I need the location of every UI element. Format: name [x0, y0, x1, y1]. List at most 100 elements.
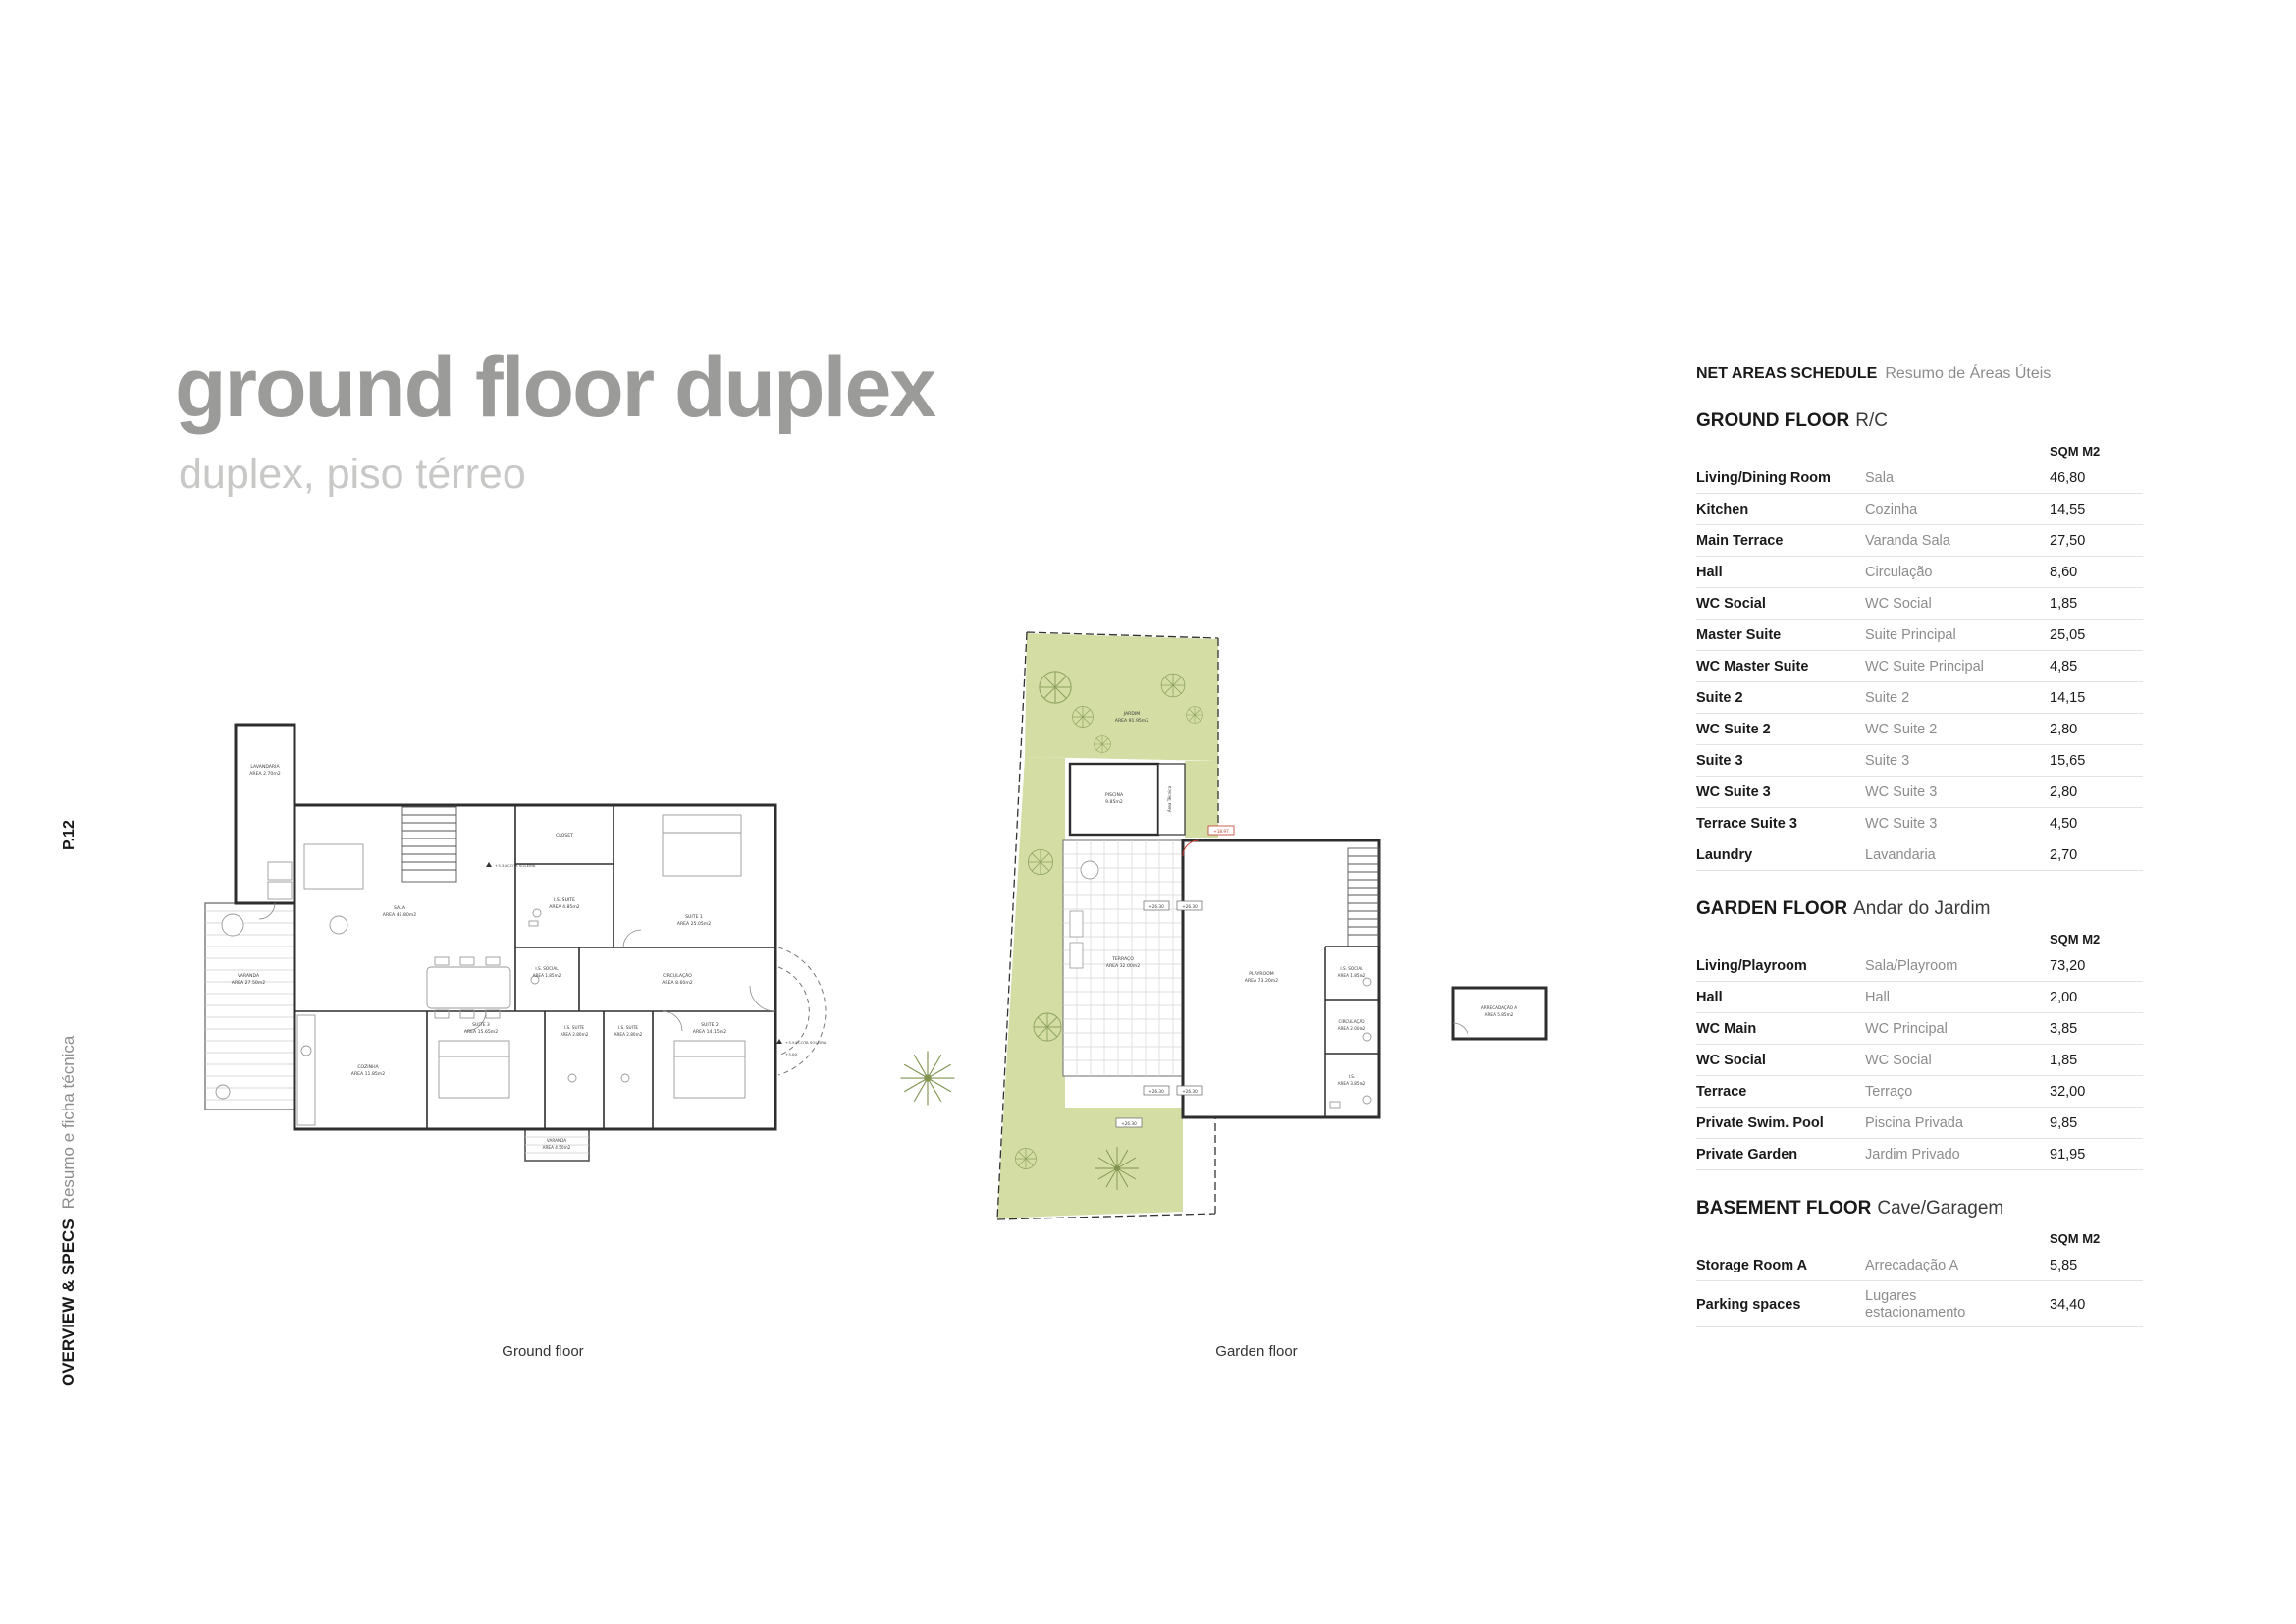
room-area: 4,50	[2050, 816, 2078, 832]
closet-label: CLOSET	[556, 833, 573, 839]
page-number: P.12	[61, 820, 78, 850]
main-terrace-deck	[204, 902, 295, 1110]
section-title-en: GARDEN FLOOR	[1696, 898, 1848, 919]
room-name-en: Living/Dining Room	[1696, 470, 1831, 486]
playroom-building	[1181, 839, 1381, 1119]
site-boundary	[996, 631, 1219, 1220]
room-name-pt: WC Social	[1865, 595, 1932, 612]
suite1-label: SUITE 1	[685, 914, 703, 920]
suite3-area: AREA 15.65m2	[464, 1029, 498, 1035]
unit-header: SQM M2	[2050, 1231, 2101, 1246]
room-name-en: Storage Room A	[1696, 1258, 1808, 1273]
area-tecnica-label: Área Técnica	[1167, 785, 1172, 812]
section-title-en: BASEMENT FLOOR	[1696, 1198, 1872, 1218]
room-name-en: Master Suite	[1696, 627, 1782, 643]
room-name-pt: WC Principal	[1865, 1020, 1948, 1037]
room-area: 73,20	[2050, 958, 2086, 974]
entry-path-arcs	[777, 947, 827, 1076]
private-garden-areas	[997, 633, 1218, 1218]
room-area: 15,65	[2050, 753, 2086, 769]
elev-tag: +26.30	[1121, 1121, 1137, 1126]
storage-label: ARRECADAÇÃO A	[1481, 1005, 1517, 1010]
room-name-en: Living/Playroom	[1696, 958, 1807, 974]
jardim-label: JARDIM	[1123, 711, 1141, 717]
storage-area: AREA 5.85m2	[1485, 1012, 1514, 1017]
room-name-pt: Arrecadação A	[1865, 1257, 1959, 1273]
unit-header: SQM M2	[2050, 444, 2101, 459]
room-name-pt: WC Suite 3	[1865, 815, 1938, 832]
garden-room-labels: JARDIM AREA 91.95m2 PISCINA 9.85m2 Área …	[1105, 711, 1517, 1086]
red-door-swing	[1182, 839, 1200, 857]
piscina-area: 9.85m2	[1105, 799, 1123, 805]
storage-room	[1451, 986, 1548, 1041]
page-subtitle: duplex, piso térreo	[179, 451, 526, 498]
is-suite2-area: AREA 2.80m2	[614, 1032, 643, 1037]
cota-marker-1	[486, 862, 492, 867]
room-name-pt: WC Suite Principal	[1865, 658, 1984, 675]
room-name-pt: Circulação	[1865, 564, 1933, 580]
room-name-en: WC Master Suite	[1696, 659, 1809, 675]
sidebar-label-en: OVERVIEW & SPECS	[59, 1218, 78, 1386]
is-suite-label: I.S. SUITE	[554, 897, 575, 903]
varanda-label: VARANDA	[238, 973, 260, 979]
room-labels: LAVANDARIA AREA 2.70m2 VARANDA AREA 27.5…	[232, 764, 827, 1150]
room-area: 32,00	[2050, 1084, 2086, 1100]
elev-tag: +26.30	[1182, 904, 1198, 909]
private-pool	[1068, 762, 1186, 837]
table-row: Living/Playroom Sala/Playroom 73,20	[1696, 950, 2143, 982]
table-row: WC Master Suite WC Suite Principal 4,85	[1696, 651, 2143, 682]
garden-floor-plan-svg: +26.30 +26.30 +26.30 +26.30 +26.30 +18.9…	[899, 631, 1548, 1220]
is-suite2-label: I.S. SUITE	[618, 1025, 638, 1030]
cota-label-1: +3.54 COTA SOLEIRA	[495, 863, 536, 868]
circulacao-label: CIRCULAÇÃO	[663, 972, 692, 979]
room-name-en: Hall	[1696, 990, 1723, 1005]
unit-header-row: SQM M2	[1696, 1231, 2143, 1246]
unit-header: SQM M2	[2050, 932, 2101, 947]
room-name-pt: Sala/Playroom	[1865, 957, 1958, 974]
elev-tag: +26.30	[1148, 904, 1164, 909]
section-title-pt: Cave/Garagem	[1877, 1198, 2004, 1218]
sala-area: AREA 46.80m2	[383, 912, 416, 918]
outer-walls	[234, 723, 777, 1131]
elevation-tags: +26.30 +26.30 +26.30 +26.30 +26.30 +18.9…	[1115, 825, 1235, 1128]
is-suite3-label: I.S. SUITE	[564, 1025, 584, 1030]
section-title-pt: R/C	[1855, 410, 1888, 431]
is-suite-area: AREA 4.85m2	[549, 904, 580, 910]
garden-fixtures	[1329, 977, 1372, 1109]
circulacao-area: AREA 8.60m2	[662, 980, 693, 986]
room-name-en: Private Swim. Pool	[1696, 1115, 1824, 1131]
room-name-en: Suite 3	[1696, 753, 1743, 769]
room-name-en: WC Social	[1696, 596, 1766, 612]
room-area: 4,85	[2050, 659, 2078, 675]
suite2-label: SUITE 2	[701, 1022, 719, 1028]
room-area: 14,15	[2050, 690, 2086, 706]
room-area: 8,60	[2050, 565, 2078, 580]
stairs	[401, 806, 457, 883]
interior-walls	[294, 805, 775, 1129]
suite2-area: AREA 14.15m2	[693, 1029, 726, 1035]
sidebar-section-label: OVERVIEW & SPECSResumo e ficha técnica	[59, 1036, 79, 1386]
garden-circulacao-area: AREA 2.00m2	[1338, 1026, 1366, 1031]
room-name-pt: WC Suite 2	[1865, 721, 1938, 737]
